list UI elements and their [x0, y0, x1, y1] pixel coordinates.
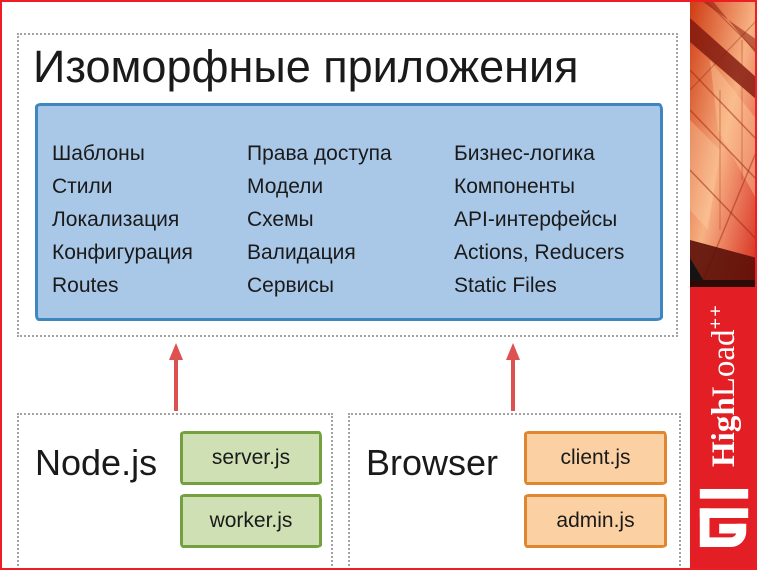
nodejs-label: Node.js: [35, 442, 158, 483]
worker-js-chip: worker.js: [180, 494, 322, 548]
module-item: Шаблоны: [52, 142, 145, 165]
module-item: Схемы: [247, 208, 314, 231]
module-item: Права доступа: [247, 142, 392, 165]
highload-logo-icon: [699, 488, 748, 548]
crystal-pattern-art: [690, 0, 757, 288]
banner-brand: HighLoad++: [690, 280, 757, 570]
shared-modules-column-3: Бизнес-логика Компоненты API-интерфейсы …: [454, 137, 624, 302]
module-item: Компоненты: [454, 175, 575, 198]
client-js-chip: client.js: [524, 431, 667, 485]
shared-modules-column-1: Шаблоны Стили Локализация Конфигурация R…: [52, 137, 193, 302]
brand-load: Load: [706, 329, 742, 398]
arrow-up-icon: [169, 343, 183, 411]
nodejs-panel: Node.js server.js worker.js: [17, 413, 333, 570]
shared-modules-box: Шаблоны Стили Локализация Конфигурация R…: [35, 103, 663, 321]
brand-plusplus: ++: [705, 304, 727, 330]
module-item: Валидация: [247, 241, 356, 264]
module-item: Сервисы: [247, 274, 335, 297]
shared-modules-column-2: Права доступа Модели Схемы Валидация Сер…: [247, 137, 392, 302]
brand-high: High: [706, 397, 742, 467]
module-item: Routes: [52, 274, 119, 297]
module-item: Стили: [52, 175, 113, 198]
server-js-chip: server.js: [180, 431, 322, 485]
module-item: Модели: [247, 175, 324, 198]
admin-js-chip: admin.js: [524, 494, 667, 548]
page-title: Изоморфные приложения: [33, 41, 579, 92]
brand-wordmark: HighLoad++: [705, 304, 742, 467]
module-item: Actions, Reducers: [454, 241, 625, 264]
module-item: Конфигурация: [52, 241, 193, 264]
browser-panel: Browser client.js admin.js: [348, 413, 681, 570]
module-item: Локализация: [52, 208, 180, 231]
module-item: API-интерфейсы: [454, 208, 618, 231]
module-item: Static Files: [454, 274, 557, 297]
browser-label: Browser: [366, 442, 499, 483]
arrow-up-icon: [506, 343, 520, 411]
conference-banner: HighLoad++: [690, 0, 757, 570]
isomorphic-panel: Изоморфные приложения Шаблоны Стили Лока…: [17, 33, 678, 337]
module-item: Бизнес-логика: [454, 142, 595, 165]
